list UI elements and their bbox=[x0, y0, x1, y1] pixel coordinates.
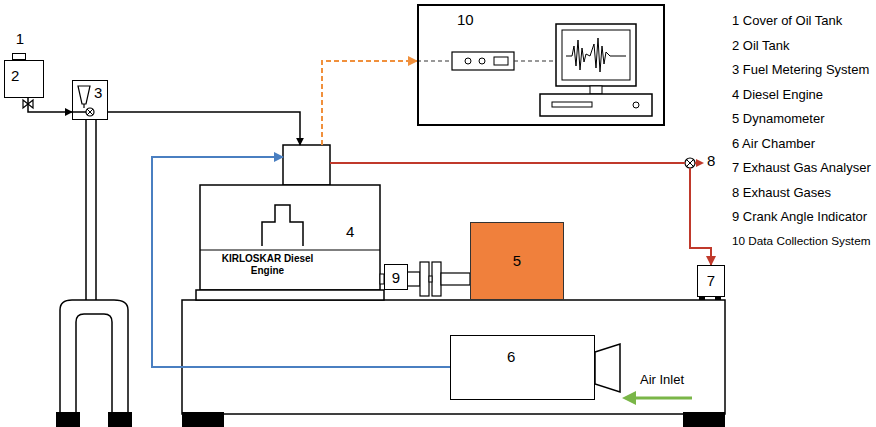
legend-entry: 7 Exhaust Gas Analyser bbox=[732, 160, 871, 175]
test-bed bbox=[182, 300, 725, 414]
computer-case bbox=[540, 94, 652, 116]
signal-line bbox=[514, 60, 556, 61]
metering-valve bbox=[86, 108, 94, 116]
crankcase bbox=[262, 205, 303, 246]
coupling-flange bbox=[420, 262, 429, 296]
stand-column bbox=[86, 120, 96, 300]
callout-number: 6 bbox=[507, 348, 515, 365]
pressure-trace bbox=[566, 38, 626, 72]
legend-entry: 6 Air Chamber bbox=[732, 136, 815, 151]
valve-cross bbox=[687, 160, 694, 167]
fuel-metering-box: 3 bbox=[72, 80, 108, 120]
signal-line bbox=[322, 61, 417, 145]
cylinder-head bbox=[283, 145, 330, 185]
callout-number: 1 bbox=[13, 30, 27, 47]
air-chamber: 6 bbox=[450, 335, 595, 400]
gas-analyser: 7 bbox=[697, 265, 725, 297]
dyno-shaft bbox=[441, 273, 470, 285]
monitor-screen bbox=[562, 30, 630, 80]
valve-cross bbox=[87, 109, 93, 115]
coupling-gap bbox=[429, 276, 432, 282]
amp-display bbox=[494, 57, 508, 65]
fuel-pipe bbox=[72, 111, 86, 113]
legend-entry: 4 Diesel Engine bbox=[732, 87, 823, 102]
tank-cover: 1 bbox=[12, 53, 26, 60]
analyser-foot bbox=[715, 297, 721, 300]
legend-entry: 1 Cover of Oil Tank bbox=[732, 13, 842, 28]
bed-leg bbox=[683, 412, 725, 427]
legend-entry: 9 Crank Angle Indicator bbox=[732, 209, 867, 224]
callout-number: 4 bbox=[346, 223, 354, 240]
engine-block bbox=[200, 185, 380, 290]
dynamometer: 5 bbox=[470, 222, 564, 300]
callout-number: 5 bbox=[471, 252, 563, 269]
exhaust-outlet-arrowhead bbox=[696, 159, 704, 167]
fuel-line bbox=[108, 112, 300, 145]
data-collection-box: 10 bbox=[417, 4, 665, 126]
funnel-neck bbox=[83, 104, 84, 108]
stand-foot bbox=[56, 412, 80, 427]
bed-leg bbox=[182, 412, 224, 427]
monitor bbox=[556, 24, 636, 86]
exhaust-valve bbox=[685, 158, 695, 168]
callout-number: 7 bbox=[698, 272, 724, 289]
engine-base bbox=[196, 290, 384, 300]
amp-knob bbox=[465, 58, 471, 64]
callout-number: 2 bbox=[11, 67, 19, 84]
legend-entry: 5 Dynamometer bbox=[732, 111, 824, 126]
coupling bbox=[406, 272, 420, 286]
air-inlet-arrowhead bbox=[622, 391, 636, 405]
charge-amplifier bbox=[452, 52, 514, 70]
oil-tank: 2 bbox=[4, 60, 44, 98]
air-inlet-arrow bbox=[632, 397, 692, 400]
amp-knob bbox=[479, 58, 485, 64]
legend-entry: 10 Data Collection System bbox=[732, 234, 870, 247]
crank-angle-indicator: 9 bbox=[384, 264, 408, 290]
inlet-label: Air Inlet bbox=[640, 372, 684, 387]
callout-number: 9 bbox=[385, 269, 407, 286]
air-line bbox=[152, 157, 450, 367]
signal-line bbox=[417, 60, 452, 61]
legend-entry: 3 Fuel Metering System bbox=[732, 62, 869, 77]
engine-brand: KIRLOSKAR Diesel Engine bbox=[210, 253, 325, 276]
diesel-engine: KIRLOSKAR Diesel Engine 4 bbox=[200, 145, 380, 290]
callout-number: 3 bbox=[94, 84, 102, 101]
metering-funnel bbox=[78, 86, 90, 104]
legend-entry: 2 Oil Tank bbox=[732, 38, 790, 53]
fuel-line bbox=[28, 98, 72, 112]
callout-number: 10 bbox=[457, 11, 474, 28]
air-inlet-nozzle bbox=[595, 344, 620, 392]
monitor-stand bbox=[590, 86, 602, 94]
callout-number: 8 bbox=[707, 152, 715, 169]
stand-foot bbox=[108, 412, 132, 427]
legend-entry: 8 Exhaust Gases bbox=[732, 185, 831, 200]
stand-base bbox=[60, 300, 128, 414]
power-button bbox=[633, 102, 639, 108]
analyser-foot bbox=[699, 297, 705, 300]
disk-slot bbox=[552, 102, 592, 107]
coupling-flange bbox=[432, 262, 441, 296]
engine-base-line bbox=[200, 249, 380, 250]
